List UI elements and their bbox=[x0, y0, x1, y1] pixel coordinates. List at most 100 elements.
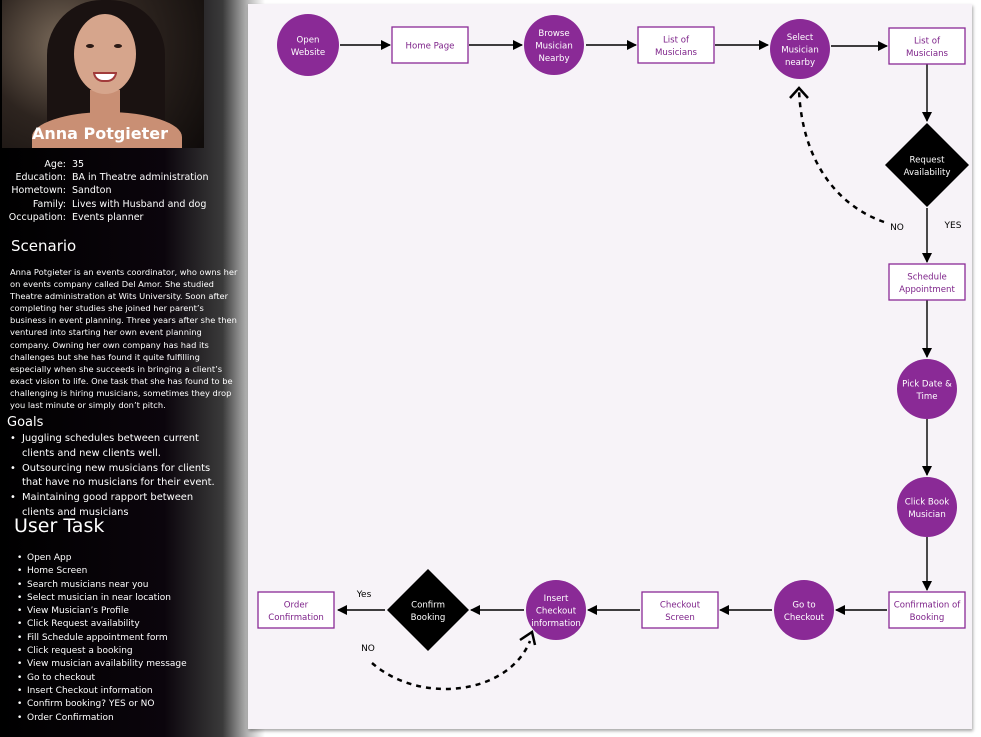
request-yes-label: YES bbox=[944, 221, 962, 231]
node-box bbox=[637, 26, 715, 64]
node-label: Confirmation of bbox=[894, 600, 962, 610]
flow-node-confirmation-booking: Confirmation of Booking bbox=[888, 591, 966, 629]
scenario-text: Anna Potgieter is an events coordinator,… bbox=[10, 267, 238, 411]
persona-photo bbox=[2, 0, 204, 148]
node-label: Musician bbox=[908, 510, 946, 520]
node-box bbox=[888, 591, 966, 629]
node-label: Website bbox=[291, 48, 325, 58]
node-circle bbox=[897, 359, 957, 419]
node-label: Order bbox=[284, 600, 309, 610]
confirm-no-loop-arrow bbox=[371, 640, 532, 691]
scenario-heading: Scenario bbox=[11, 237, 77, 255]
occupation-value: Events planner bbox=[72, 212, 144, 223]
node-circle bbox=[774, 580, 834, 640]
persona-name: Anna Potgieter bbox=[31, 124, 169, 143]
task-item: Search musicians near you bbox=[17, 579, 187, 593]
node-label: Appointment bbox=[899, 285, 955, 295]
node-label: List of bbox=[663, 35, 690, 45]
flow-node-pick-date-time: Pick Date & Time bbox=[897, 359, 957, 419]
occupation-label: Occupation: bbox=[8, 212, 66, 223]
family-value: Lives with Husband and dog bbox=[72, 199, 207, 210]
goal-item: Maintaining good rapport between clients… bbox=[10, 491, 222, 520]
task-item: Insert Checkout information bbox=[17, 685, 187, 699]
node-circle bbox=[526, 580, 586, 640]
node-label: Confirmation bbox=[268, 613, 324, 623]
task-item: Confirm booking? YES or NO bbox=[17, 698, 187, 712]
node-circle bbox=[770, 19, 830, 79]
task-item: Open App bbox=[17, 552, 187, 566]
flow-node-go-checkout: Go to Checkout bbox=[774, 580, 834, 640]
goals-heading: Goals bbox=[7, 415, 44, 430]
goals-list: Juggling schedules between current clien… bbox=[10, 432, 222, 521]
node-label: Musician bbox=[535, 42, 573, 52]
node-label: Checkout bbox=[784, 613, 825, 623]
node-label: Musician bbox=[781, 46, 819, 56]
node-label: information bbox=[531, 619, 581, 629]
node-label: List of bbox=[914, 36, 941, 46]
task-item: Fill Schedule appointment form bbox=[17, 632, 187, 646]
node-label: Screen bbox=[665, 613, 695, 623]
node-circle bbox=[897, 477, 957, 537]
node-label: nearby bbox=[785, 58, 815, 68]
node-label: Select bbox=[787, 33, 814, 43]
request-no-arrowhead bbox=[789, 86, 809, 99]
task-item: Click request a booking bbox=[17, 645, 187, 659]
education-value: BA in Theatre administration bbox=[72, 172, 209, 183]
task-item: Go to checkout bbox=[17, 672, 187, 686]
confirm-no-arrowhead bbox=[519, 629, 537, 646]
age-value: 35 bbox=[72, 159, 85, 170]
node-label: Go to bbox=[792, 600, 815, 610]
flow-canvas bbox=[248, 4, 972, 729]
node-label: Browse bbox=[538, 29, 569, 39]
node-box bbox=[257, 591, 335, 629]
node-label: Booking bbox=[910, 613, 945, 623]
flow-edges bbox=[337, 40, 932, 691]
education-label: Education: bbox=[15, 172, 67, 183]
node-label: Click Book bbox=[905, 497, 950, 507]
node-box bbox=[391, 26, 469, 64]
node-label: Request bbox=[910, 155, 946, 165]
node-label: Checkout bbox=[536, 607, 577, 617]
node-label: Insert bbox=[544, 594, 569, 604]
flow-node-list-musicians-2: List of Musicians bbox=[888, 27, 966, 65]
node-box bbox=[641, 591, 719, 629]
request-no-loop-arrow bbox=[797, 89, 885, 224]
user-task-list: Open App Home Screen Search musicians ne… bbox=[17, 552, 187, 725]
node-label: Availability bbox=[904, 168, 951, 178]
node-label: Time bbox=[915, 392, 937, 402]
flow-edge-labels: NO YES Yes NO bbox=[356, 221, 962, 654]
node-box bbox=[888, 263, 966, 301]
node-label: Checkout bbox=[660, 600, 701, 610]
node-label: Schedule bbox=[907, 272, 947, 282]
confirm-no-label: NO bbox=[361, 644, 375, 654]
task-item: View musician availability message bbox=[17, 658, 187, 672]
task-item: Home Screen bbox=[17, 565, 187, 579]
confirm-yes-label: Yes bbox=[356, 590, 372, 600]
user-task-heading: User Task bbox=[14, 515, 105, 537]
node-label: Pick Date & bbox=[902, 379, 952, 389]
node-diamond bbox=[885, 123, 969, 207]
node-circle bbox=[277, 14, 339, 76]
task-item: Click Request availability bbox=[17, 618, 187, 632]
request-no-label: NO bbox=[890, 223, 904, 233]
node-label: Open bbox=[297, 35, 320, 45]
goal-item: Juggling schedules between current clien… bbox=[10, 432, 222, 461]
goal-item: Outsourcing new musicians for clients th… bbox=[10, 462, 222, 491]
flow-node-home-page: Home Page bbox=[391, 26, 469, 64]
task-item: View Musician’s Profile bbox=[17, 605, 187, 619]
node-label: Home Page bbox=[406, 42, 455, 52]
age-label: Age: bbox=[44, 159, 66, 170]
node-label: Musicians bbox=[906, 49, 949, 59]
persona-panel: Anna Potgieter Age: 35 Education: BA in … bbox=[0, 0, 265, 737]
node-label: Booking bbox=[411, 613, 446, 623]
node-diamond bbox=[387, 569, 469, 651]
